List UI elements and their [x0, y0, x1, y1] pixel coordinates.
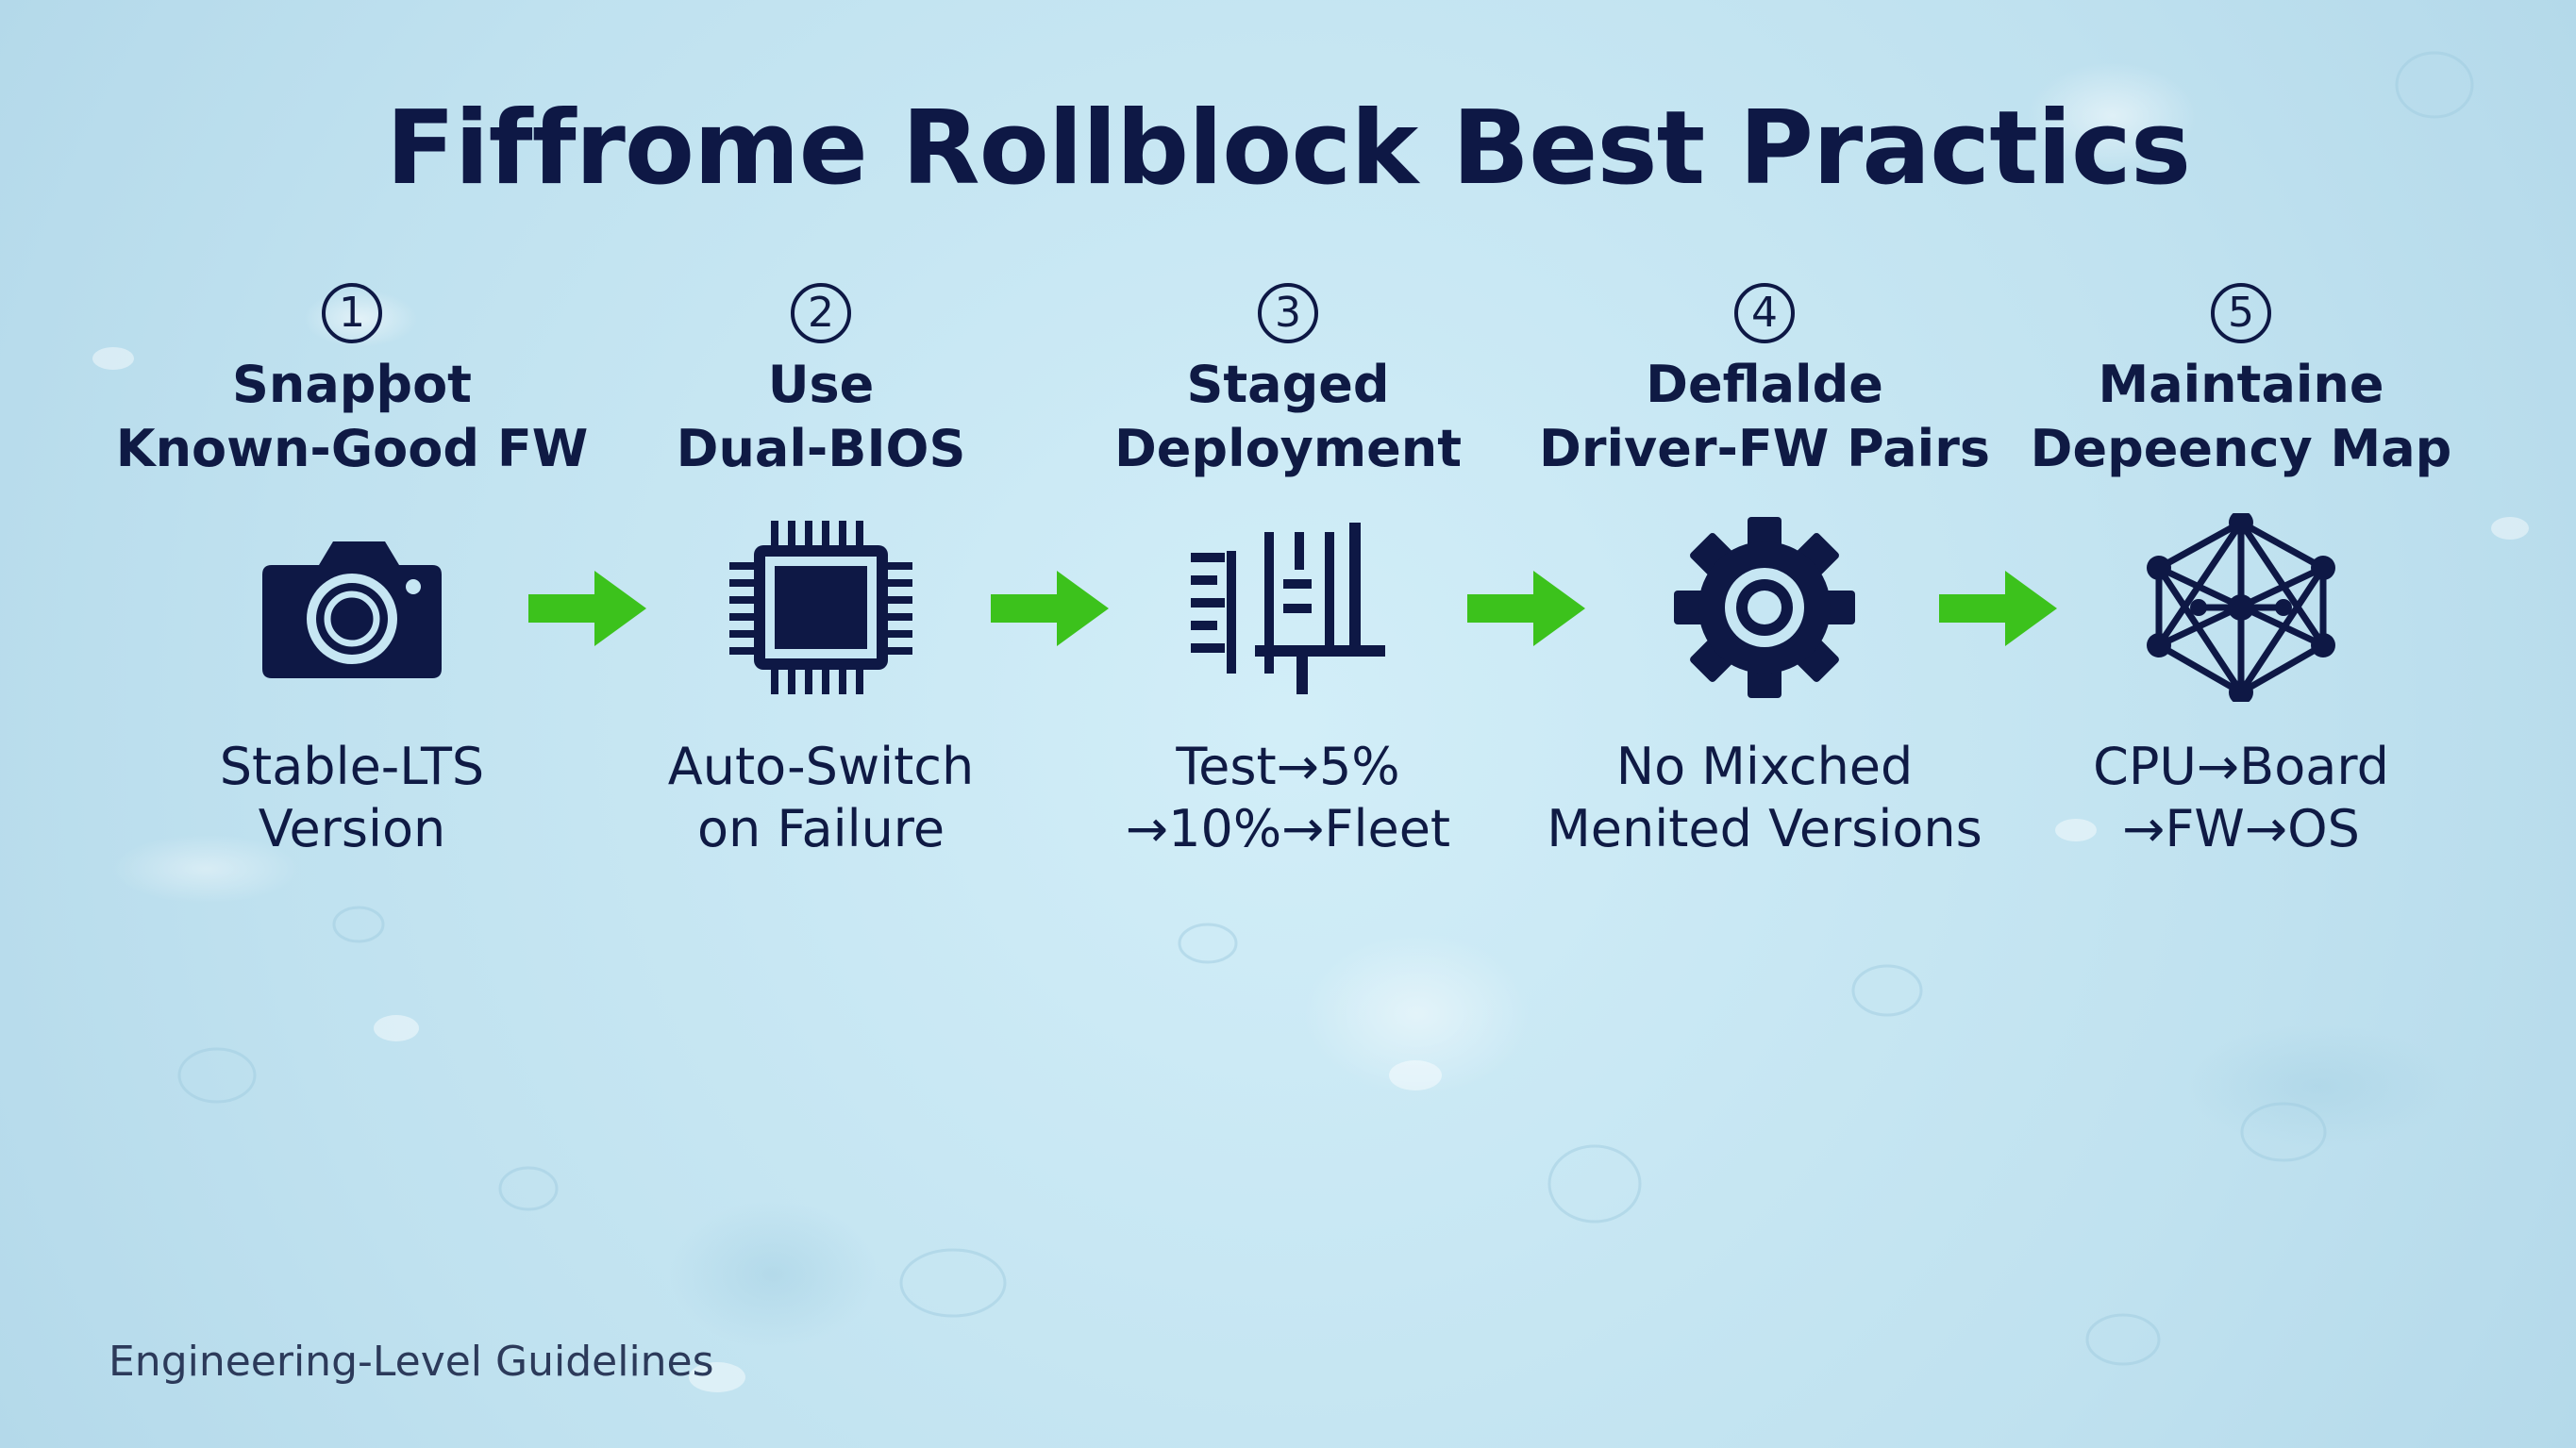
step-description: CPU→Board →FW→OS: [2093, 737, 2389, 858]
step-description: Test→5% →10%→Fleet: [1125, 737, 1451, 858]
arrow-right-icon: [528, 571, 646, 646]
arrow-right-icon: [1939, 571, 2057, 646]
footer-caption: Engineering-Level Guidelines: [109, 1338, 714, 1386]
gear-icon: [1665, 513, 1864, 702]
step-number: 4: [1734, 283, 1795, 343]
step-description: Auto-Switch on Failure: [667, 737, 975, 858]
step-description: No Mixched Menited Versions: [1547, 737, 1982, 858]
chip-icon: [722, 513, 920, 702]
staged-bars-icon: [1189, 513, 1387, 702]
step-description: Stable-LTS Version: [219, 737, 485, 858]
step-heading: Use Dual-BIOS: [676, 355, 966, 478]
step-heading: Deflalde Driver-FW Pairs: [1539, 355, 1990, 478]
arrow-right-icon: [991, 571, 1109, 646]
step-staged-deployment: 3 Staged Deployment Tes: [1062, 283, 1514, 860]
step-number: 1: [322, 283, 382, 343]
step-dependency-map: 5 Maintaine Depeency Map: [2015, 283, 2467, 860]
step-number: 3: [1258, 283, 1318, 343]
camera-icon: [253, 513, 451, 702]
step-heading: Staged Deployment: [1113, 355, 1463, 478]
step-heading: Maintaine Depeency Map: [2030, 355, 2452, 478]
page-title: Fiffrome Rollblock Best Practics: [385, 90, 2191, 208]
network-icon: [2142, 513, 2340, 702]
arrow-right-icon: [1467, 571, 1585, 646]
step-number: 2: [791, 283, 851, 343]
step-heading: Snapþot Known-Good FW: [115, 355, 589, 478]
step-number: 5: [2211, 283, 2271, 343]
step-driver-fw-pairs: 4 Deflalde Driver-FW Pairs No Mixched Me…: [1538, 283, 1991, 860]
step-dual-bios: 2 Use Dual-BIOS Auto-Switch on Failure: [594, 283, 1047, 860]
step-snapshot: 1 Snapþot Known-Good FW Stable-LTS Versi…: [116, 283, 588, 860]
